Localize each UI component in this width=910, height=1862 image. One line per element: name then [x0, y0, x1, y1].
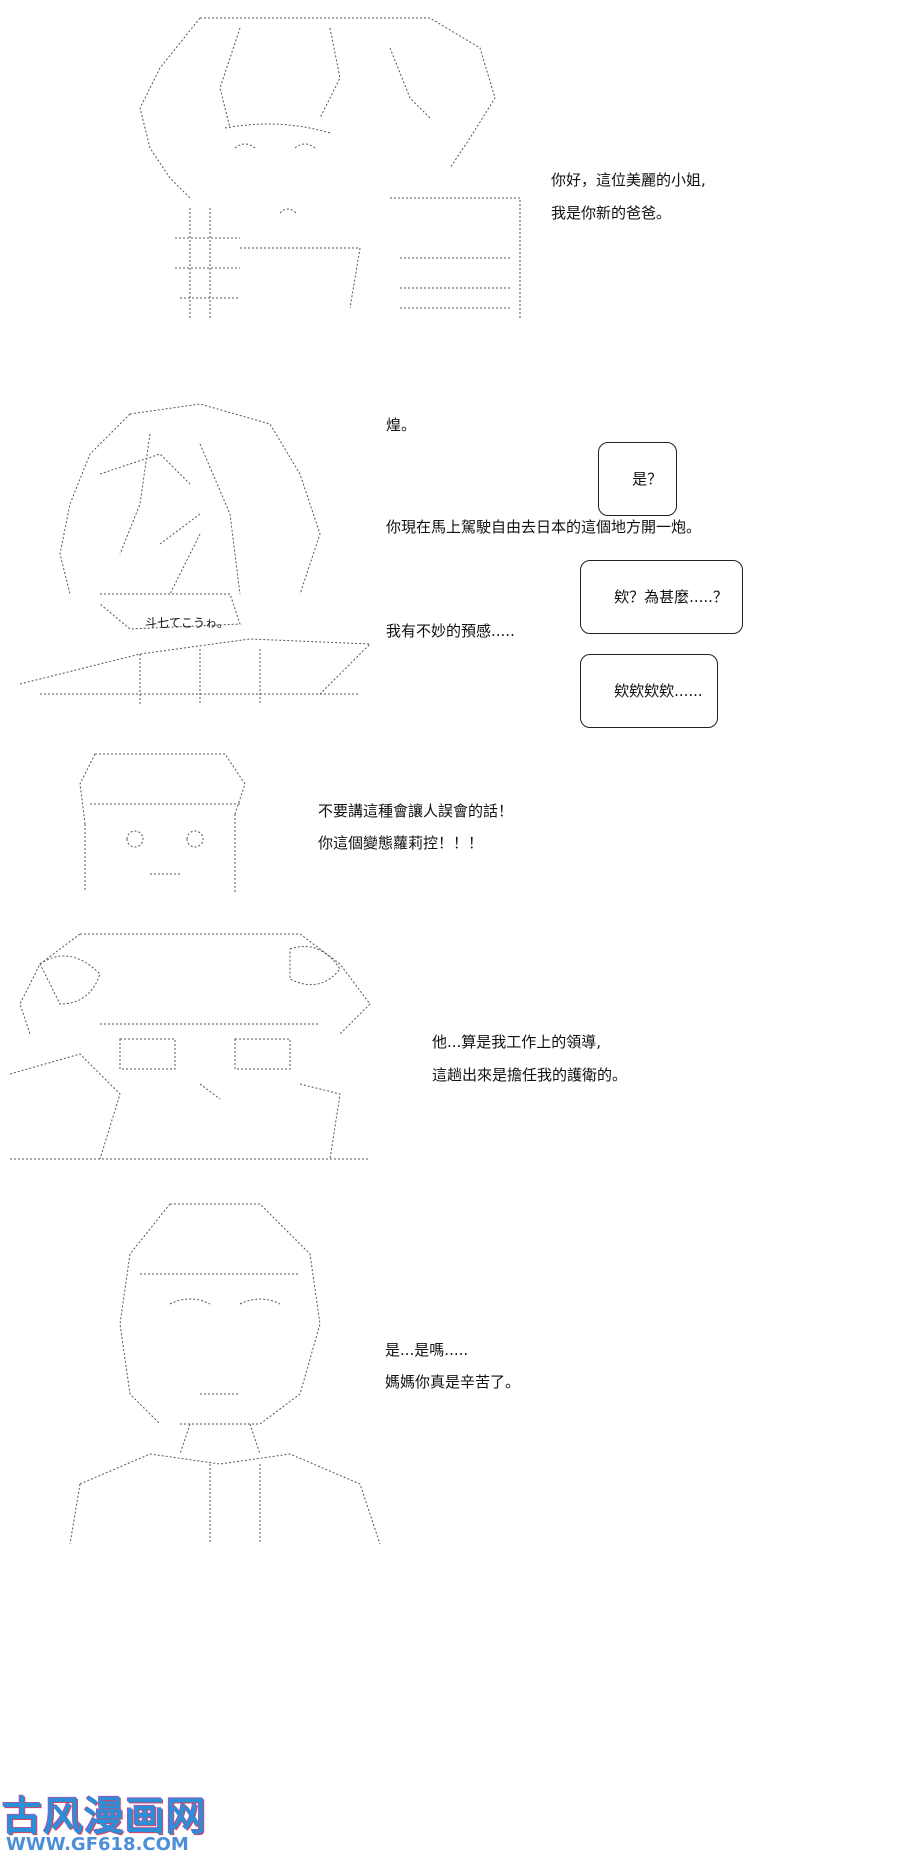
dialogue-line-1: 你好，這位美麗的小姐, [551, 171, 706, 189]
ascii-art-boy-portrait [60, 1194, 390, 1554]
ascii-art-girl-head-and-cape [0, 394, 390, 714]
panel-5: 是...是嗎..... 媽媽你真是辛苦了。 [0, 1190, 910, 1862]
panel-2: 斗七てこうゎ。 煌。 你現在馬上駕駛自由去日本的這個地方開一炮。 我有不妙的預感… [0, 390, 910, 728]
dialogue-line-2: 這趟出來是擔任我的護衛的。 [432, 1066, 628, 1084]
speech-bubble-3: 欸欸欸欸...... [580, 654, 718, 728]
ascii-art-small-girl-shouting [75, 744, 255, 894]
art-caption: 斗七てこうゎ。 [145, 616, 230, 630]
dialogue-line-1: 煌。 [386, 416, 417, 434]
panel-3: 不要講這種會讓人誤會的話！ 你這個變態蘿莉控！！！ [0, 740, 910, 900]
dialogue-line-2: 我是你新的爸爸。 [551, 204, 672, 222]
panel-1: 你好，這位美麗的小姐, 我是你新的爸爸。 [0, 0, 910, 340]
watermark-title: 古风漫画网 [2, 1794, 207, 1840]
dialogue-line-1: 他...算是我工作上的領導, [432, 1033, 602, 1051]
dialogue-line-2: 媽媽你真是辛苦了。 [385, 1373, 521, 1391]
dialogue-line-2: 你這個變態蘿莉控！！！ [318, 834, 484, 852]
ascii-art-blonde-girl-smiling [130, 8, 530, 338]
speech-bubble-text: 是？ [632, 470, 663, 488]
speech-bubble-2: 欸？為甚麼.....？ [580, 560, 743, 634]
dialogue-line-2: 你現在馬上駕駛自由去日本的這個地方開一炮。 [386, 518, 702, 536]
dialogue-line-1: 不要講這種會讓人誤會的話！ [318, 802, 514, 820]
site-watermark: 古风漫画网 WWW.GF618.COM [0, 1782, 230, 1862]
speech-bubble-1: 是？ [598, 442, 678, 516]
dialogue-line-1: 是...是嗎..... [385, 1341, 469, 1359]
speech-bubble-text: 欸欸欸欸...... [614, 682, 703, 700]
dialogue-line-3: 我有不妙的預感..... [386, 622, 515, 640]
ascii-art-man-with-goggles [0, 924, 380, 1164]
panel-4: 他...算是我工作上的領導, 這趟出來是擔任我的護衛的。 [0, 920, 910, 1170]
watermark-url: WWW.GF618.COM [6, 1834, 189, 1855]
speech-bubble-text: 欸？為甚麼.....？ [614, 588, 728, 606]
